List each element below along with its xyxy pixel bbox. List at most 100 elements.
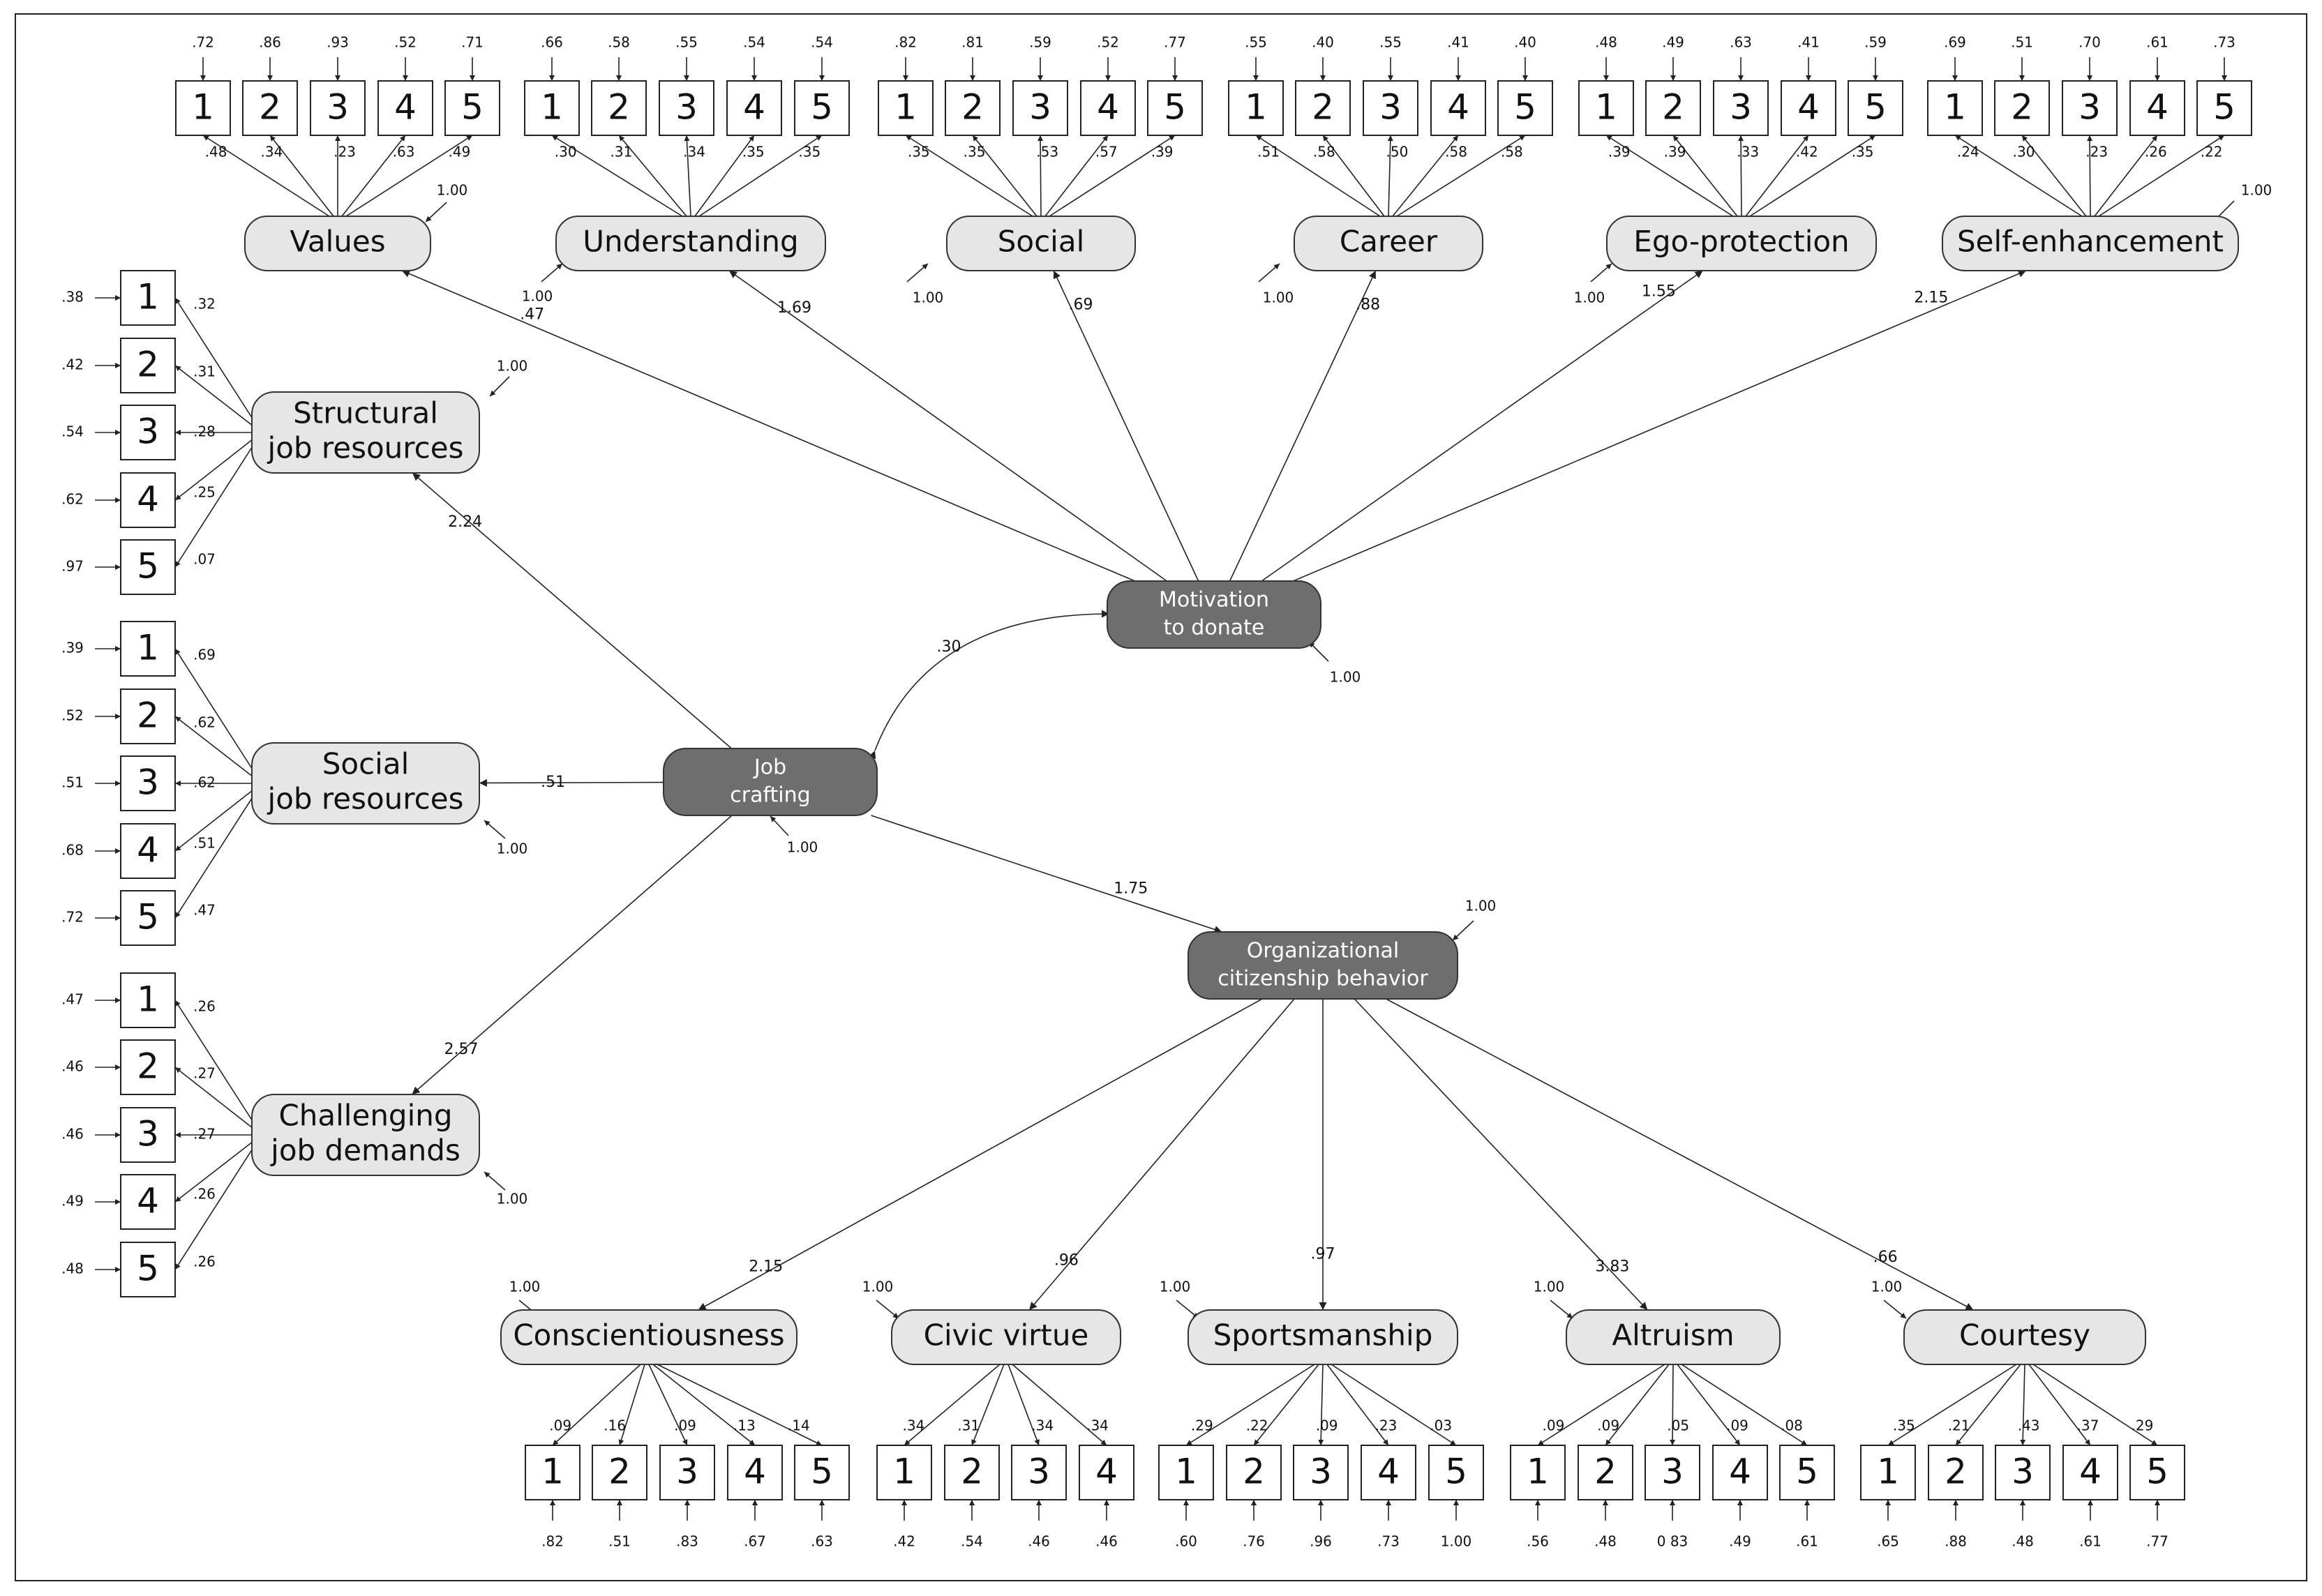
loading-value-selfenh-2: .30 (2013, 143, 2035, 160)
loading-socialjob-4 (174, 787, 257, 852)
error-value-ego-3: .63 (1730, 34, 1752, 51)
latent-court: Courtesy (1903, 1309, 2146, 1365)
indicator-structural-3-number: 3 (137, 412, 159, 452)
indicator-socialjob-3-number: 3 (137, 762, 159, 803)
indicator-understanding-5 (794, 80, 850, 136)
path-jobcraft-socialjob-value: .51 (541, 774, 565, 791)
loading-socialjob-2 (174, 716, 257, 780)
indicator-social-1 (878, 80, 934, 136)
latent-label-altru: Altruism (1612, 1318, 1734, 1353)
indicator-consc-1 (525, 1445, 580, 1500)
latent-label-structural: job resources (267, 431, 464, 465)
loading-sports-1 (1185, 1364, 1315, 1446)
variance-social-value: 1.00 (913, 289, 944, 306)
indicator-altru-2 (1578, 1445, 1633, 1500)
loading-consc-4 (652, 1364, 756, 1446)
loading-understanding-1 (551, 135, 683, 217)
loading-value-altru-5: .08 (1781, 1417, 1803, 1433)
latent-understanding: Understanding (555, 216, 826, 271)
error-value-altru-4: .49 (1729, 1533, 1751, 1550)
indicator-socialjob-2 (120, 688, 176, 744)
error-value-selfenh-3: .70 (2078, 34, 2101, 51)
loading-challenging-4 (174, 1138, 257, 1203)
indicator-career-3 (1363, 80, 1418, 136)
indicator-structural-4-number: 4 (137, 479, 159, 520)
latent-label-challenging: Challenging (278, 1099, 452, 1133)
loading-ego-4 (1745, 135, 1809, 217)
latent-label-civic: Civic virtue (924, 1318, 1089, 1353)
indicator-understanding-2 (591, 80, 647, 136)
indicator-court-2-number: 2 (1945, 1452, 1967, 1492)
indicator-court-3-number: 3 (2012, 1452, 2034, 1492)
loading-selfenh-5 (2098, 135, 2225, 217)
indicator-structural-2 (120, 338, 176, 393)
error-value-civic-3: .46 (1028, 1533, 1050, 1550)
path-motivation-values (401, 270, 1135, 582)
indicator-civic-2-number: 2 (961, 1452, 983, 1492)
error-value-understanding-3: .55 (675, 34, 698, 51)
latent-shape-sports (1188, 1309, 1458, 1365)
loading-challenging-1 (174, 1000, 257, 1127)
loading-court-4 (2028, 1364, 2091, 1446)
indicator-altru-4 (1712, 1445, 1768, 1500)
loading-values-4 (341, 135, 406, 217)
loading-value-ego-5: .35 (1852, 143, 1874, 160)
loading-challenging-5 (174, 1143, 257, 1270)
loading-value-sports-5: .03 (1430, 1417, 1452, 1433)
error-value-ego-1: .48 (1595, 34, 1617, 51)
indicator-structural-5-number: 5 (137, 546, 159, 587)
variance-selfenh-value: 1.00 (2241, 182, 2272, 199)
error-value-social-4: .52 (1097, 34, 1119, 51)
error-value-ego-4: .41 (1797, 34, 1820, 51)
indicator-selfenh-5-number: 5 (2213, 87, 2235, 128)
error-value-ego-2: .49 (1662, 34, 1684, 51)
indicator-structural-3 (120, 405, 176, 460)
loading-structural-2 (174, 365, 257, 429)
loading-value-ego-1: .39 (1608, 143, 1631, 160)
indicator-court-2 (1928, 1445, 1984, 1500)
loading-value-ego-2: .39 (1664, 143, 1686, 160)
error-value-challenging-4: .49 (61, 1193, 84, 1210)
loading-social-3 (1038, 135, 1044, 217)
latent-shape-values (244, 216, 431, 271)
path-ocb-civic-value: .96 (1054, 1252, 1079, 1270)
loading-values-5 (345, 135, 473, 217)
loading-altru-1 (1537, 1364, 1665, 1446)
error-value-structural-2: .42 (61, 356, 84, 373)
loading-value-sports-4: .23 (1375, 1417, 1397, 1433)
indicator-values-3 (310, 80, 366, 136)
loading-value-selfenh-4: .26 (2145, 143, 2167, 160)
error-value-socialjob-5: .72 (61, 909, 84, 926)
indicator-ego-5 (1848, 80, 1903, 136)
loading-value-sports-2: .22 (1246, 1417, 1268, 1433)
indicator-structural-5 (120, 539, 176, 595)
path-motivation-understanding (728, 270, 1167, 582)
indicator-court-5 (2129, 1445, 2185, 1500)
latent-label-jobcraft: crafting (730, 783, 810, 808)
indicator-ego-2 (1645, 80, 1701, 136)
latent-shape-ego (1606, 216, 1877, 271)
loading-value-civic-3: .34 (1031, 1417, 1054, 1433)
indicator-sports-5-number: 5 (1445, 1452, 1467, 1492)
loading-altru-3 (1670, 1364, 1676, 1446)
variance-consc-value: 1.00 (509, 1279, 541, 1295)
loading-career-4 (1392, 135, 1459, 217)
indicator-social-4 (1080, 80, 1136, 136)
path-jobcraft-structural (412, 472, 732, 749)
loading-social-5 (1049, 135, 1176, 217)
loading-value-challenging-1: .26 (193, 998, 216, 1015)
indicator-understanding-2-number: 2 (608, 87, 630, 128)
path-motivation-social-value: .69 (1069, 296, 1093, 313)
error-value-court-4: .61 (2079, 1533, 2102, 1550)
error-value-structural-3: .54 (61, 423, 84, 440)
loading-value-understanding-5: .35 (798, 143, 821, 160)
variance-challenging-value: 1.00 (497, 1191, 528, 1207)
indicator-ego-1-number: 1 (1595, 87, 1617, 128)
indicator-career-4 (1430, 80, 1486, 136)
loading-sports-2 (1253, 1364, 1319, 1446)
loading-social-1 (905, 135, 1033, 217)
loading-consc-1 (552, 1364, 641, 1446)
error-value-consc-4: .67 (744, 1533, 766, 1550)
